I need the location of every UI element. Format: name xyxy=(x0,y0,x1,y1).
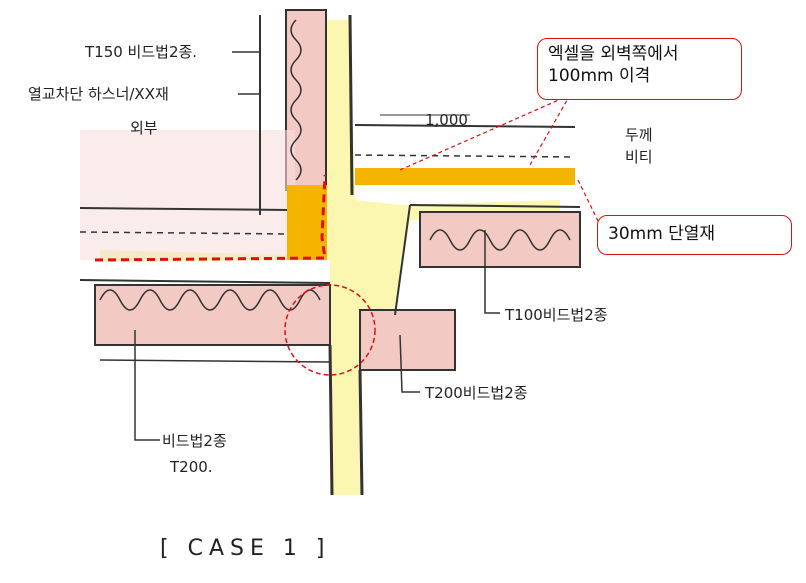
label-bead-left: 비드법2종 xyxy=(162,432,227,450)
label-t200-right: T200비드법2종 xyxy=(424,384,528,402)
floor-area xyxy=(80,130,295,260)
label-t200-left: T200. xyxy=(169,458,213,476)
label-thickness-2: 비티 xyxy=(625,148,653,166)
insulation-block-corner xyxy=(287,185,327,260)
slab-insulation-left xyxy=(94,284,331,346)
concrete-slab xyxy=(100,20,560,495)
callout-insulation-text: 30mm 단열재 xyxy=(608,224,716,244)
label-exterior: 외부 xyxy=(130,119,158,137)
detail-circle xyxy=(284,284,376,376)
callout-excel-line1: 엑셀을 외벽쪽에서 xyxy=(548,44,679,64)
label-t150: T150 비드법2종. xyxy=(84,43,197,61)
label-thickness-1: 두께 xyxy=(625,126,653,144)
label-t100: T100비드법2종 xyxy=(504,306,608,324)
label-dim-1000: 1,000 xyxy=(425,111,468,129)
upper-insulation-right xyxy=(419,211,581,268)
callout-excel-offset: 엑셀을 외벽쪽에서 100mm 이격 xyxy=(537,38,742,100)
callout-insulation: 30mm 단열재 xyxy=(597,215,792,255)
label-thermal-break: 열교차단 하스너/XX재 xyxy=(28,85,169,103)
slab-insulation-right xyxy=(359,309,456,371)
insulation-bar-30mm xyxy=(355,168,575,185)
case-label: [ CASE 1 ] xyxy=(160,536,330,561)
callout-excel-line2: 100mm 이격 xyxy=(548,66,651,86)
